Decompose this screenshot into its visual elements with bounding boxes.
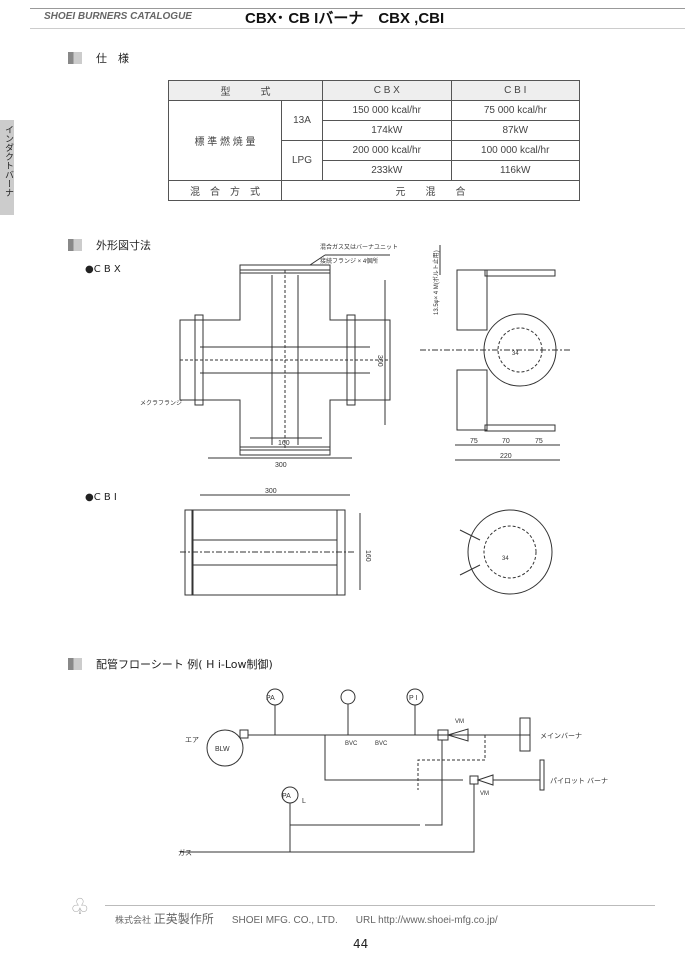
dim-220: 220 xyxy=(500,453,512,460)
row-label-mix: 混 合 方 式 xyxy=(168,180,282,201)
section-flow: 配管フローシート 例( H i-Low制御) xyxy=(68,656,273,672)
gas-13a: 13A xyxy=(281,100,323,141)
vm-1: VM xyxy=(455,719,464,725)
cell: 116kW xyxy=(450,160,580,181)
dim-300-h: 300 xyxy=(376,355,383,367)
dim-r34: 34 xyxy=(512,351,519,357)
footer-rule xyxy=(105,905,655,906)
cbi-drawing: 300 160 34 xyxy=(180,488,553,596)
section-spec: 仕 様 xyxy=(68,50,129,66)
vm-2: VM xyxy=(480,791,489,797)
flow-sheet: PA P I PA L BLW BVC BVC VM VM メインバーナ パイロ… xyxy=(180,688,608,853)
th-model: 型 式 xyxy=(168,80,323,101)
company-logo: ♧ xyxy=(70,895,90,920)
gas-label: ガス xyxy=(178,850,192,857)
mix-value: 元 混 合 xyxy=(281,180,580,201)
row-label-combustion: 標 準 燃 焼 量 xyxy=(168,100,282,181)
section-marker xyxy=(68,52,82,64)
blind-flange-label: メクラフランジ xyxy=(140,400,182,407)
pa-gauge: PA xyxy=(266,695,275,702)
cbi-label: ●C B I xyxy=(85,492,117,503)
company-prefix: 株式会社 xyxy=(115,915,152,925)
header-top-rule xyxy=(30,8,685,9)
dim-75a: 75 xyxy=(470,438,478,445)
company-name-en: SHOEI MFG. CO., LTD. xyxy=(231,915,338,926)
company-name-jp: 正英製作所 xyxy=(153,912,214,926)
section-marker xyxy=(68,239,82,251)
header-bottom-rule xyxy=(30,28,685,29)
bolt-note: 13.5φ× 4 M(ボルト止用) xyxy=(432,250,440,315)
th-cbx: C B X xyxy=(322,80,452,101)
side-tab-label: インダクトバーナ xyxy=(3,125,13,197)
cell: 100 000 kcal/hr xyxy=(450,140,580,161)
cell: 174kW xyxy=(322,120,452,141)
dim-160: 160 xyxy=(364,550,371,562)
cell: 75 000 kcal/hr xyxy=(450,100,580,121)
pilot-burner: パイロット バーナ xyxy=(550,777,608,785)
footer: 株式会社 正英製作所 SHOEI MFG. CO., LTD. URL http… xyxy=(115,910,498,927)
l-label: L xyxy=(302,798,306,805)
cell: 87kW xyxy=(450,120,580,141)
pi-gauge: P I xyxy=(409,695,417,702)
section-title: 配管フローシート 例( H i-Low制御) xyxy=(96,658,273,671)
page-number: 44 xyxy=(353,937,369,951)
dim-75b: 75 xyxy=(535,438,543,445)
th-cbi: C B I xyxy=(450,80,580,101)
dim-r34: 34 xyxy=(502,556,509,562)
cbx-drawing: 混合ガス又はバーナユニット 接続フランジ × 4個所 メクラフランジ 13.5φ… xyxy=(140,243,570,469)
dim-160: 160 xyxy=(278,440,290,447)
cell: 150 000 kcal/hr xyxy=(322,100,452,121)
company-url[interactable]: URL http://www.shoei-mfg.co.jp/ xyxy=(355,915,498,926)
note-flange-2: 接続フランジ × 4個所 xyxy=(320,257,378,265)
cell: 233kW xyxy=(322,160,452,181)
page-title: CBX･ CB Iバーナ CBX ,CBI xyxy=(245,10,445,27)
dim-300: 300 xyxy=(265,488,277,495)
gas-lpg: LPG xyxy=(281,140,323,181)
note-flange-1: 混合ガス又はバーナユニット xyxy=(320,243,398,251)
side-tab xyxy=(0,120,14,215)
brand-label: SHOEI BURNERS CATALOGUE xyxy=(44,11,192,22)
pal-gauge: PA xyxy=(282,793,291,800)
blower: BLW xyxy=(215,746,230,753)
section-title: 仕 様 xyxy=(96,52,129,65)
air-label: エア xyxy=(185,737,199,744)
bvc-2: BVC xyxy=(375,741,388,747)
section-title: 外形図寸法 xyxy=(96,239,151,252)
dim-70: 70 xyxy=(502,438,510,445)
cell: 200 000 kcal/hr xyxy=(322,140,452,161)
bvc-1: BVC xyxy=(345,741,358,747)
dim-300: 300 xyxy=(275,462,287,469)
cbx-label: ●C B X xyxy=(85,264,121,275)
section-marker xyxy=(68,658,82,670)
section-dims: 外形図寸法 xyxy=(68,237,151,253)
main-burner: メインバーナ xyxy=(540,732,582,740)
